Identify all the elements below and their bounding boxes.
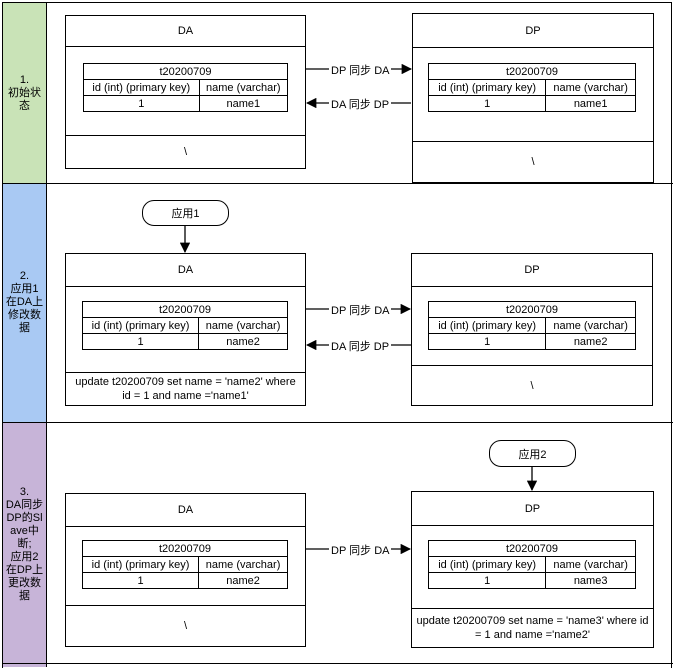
table-da-phase-2: t20200709 id (int) (primary key)name (va… xyxy=(81,301,288,350)
db-title: DP xyxy=(412,492,653,526)
app-label: 应用2 xyxy=(518,448,547,461)
arrow-label-da-sync-dp: DA 同步 DP xyxy=(329,338,392,354)
column-header: name (varchar) xyxy=(198,317,288,334)
db-footer: \ xyxy=(66,605,305,646)
table-cell: name2 xyxy=(198,333,288,350)
phase-2-label: 2. 应用1 在DA上 修改数 据 xyxy=(3,183,47,422)
arrow-label-dp-sync-da: DP 同步 DA xyxy=(329,302,392,318)
table-cell: name3 xyxy=(545,572,636,589)
table-cell: 1 xyxy=(81,572,200,589)
table-cell: 1 xyxy=(81,333,200,350)
table-name: t20200709 xyxy=(428,63,636,80)
table-da-phase-3: t20200709 id (int) (primary key)name (va… xyxy=(81,540,288,589)
db-title: DA xyxy=(66,494,305,527)
table-cell: name1 xyxy=(198,95,289,112)
table-dp-phase-1: t20200709 id (int) (primary key)name (va… xyxy=(427,63,636,112)
table-dp-phase-2: t20200709 id (int) (primary key)name (va… xyxy=(427,301,636,350)
phase-divider xyxy=(3,183,673,184)
db-footer: \ xyxy=(413,141,653,182)
db-footer: \ xyxy=(66,135,305,168)
phase-3-label: 3. DA同步 DP的Sl ave中 断; 应用2 在DP上 更改数 据 xyxy=(3,422,47,667)
column-header: name (varchar) xyxy=(198,79,289,96)
db-footer: update t20200709 set name = 'name3' wher… xyxy=(412,608,653,647)
phase-divider xyxy=(3,422,673,423)
db-footer: \ xyxy=(412,365,652,405)
db-title: DA xyxy=(66,254,305,287)
column-header: id (int) (primary key) xyxy=(427,79,547,96)
app-label: 应用1 xyxy=(171,208,200,220)
table-da-phase-1: t20200709 id (int) (primary key)name (va… xyxy=(83,63,289,112)
phase-divider xyxy=(3,663,673,664)
column-header: id (int) (primary key) xyxy=(427,317,547,334)
arrow-label-dp-sync-da: DP 同步 DA xyxy=(329,62,392,78)
table-cell: name1 xyxy=(545,95,636,112)
table-dp-phase-3: t20200709 id (int) (primary key)name (va… xyxy=(427,540,636,589)
arrow-label-dp-sync-da: DP 同步 DA xyxy=(329,542,392,558)
app-2-node: 应用2 xyxy=(489,440,576,467)
db-title: DP xyxy=(413,14,653,48)
table-cell: 1 xyxy=(427,333,547,350)
table-name: t20200709 xyxy=(82,540,288,557)
column-header: id (int) (primary key) xyxy=(427,556,547,573)
app-1-node: 应用1 xyxy=(142,200,229,226)
db-footer: update t20200709 set name = 'name2' wher… xyxy=(66,372,305,405)
table-cell: name2 xyxy=(545,333,636,350)
column-header: name (varchar) xyxy=(198,556,288,573)
phase-1-label: 1. 初始状 态 xyxy=(3,3,47,183)
table-cell: name2 xyxy=(198,572,288,589)
db-title: DA xyxy=(66,16,305,47)
db-title: DP xyxy=(412,254,652,287)
table-cell: 1 xyxy=(427,572,547,589)
table-cell: 1 xyxy=(427,95,547,112)
arrow-label-da-sync-dp: DA 同步 DP xyxy=(329,96,392,112)
table-cell: 1 xyxy=(83,95,200,112)
